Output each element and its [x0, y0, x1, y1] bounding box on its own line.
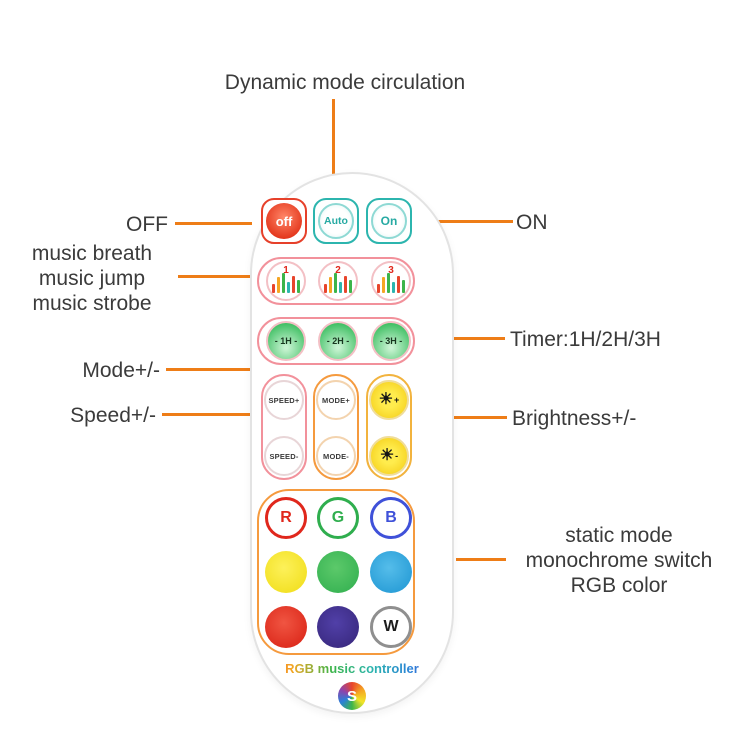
purple-color-button — [317, 606, 359, 648]
auto-mode-label: Auto — [318, 203, 354, 239]
speed-plus-button: SPEED+ — [264, 380, 304, 420]
equalizer-icon — [272, 273, 300, 293]
remote-body: off Auto On 1 2 3 - 1H - - 2H - — [250, 172, 454, 714]
red-color-button — [265, 606, 307, 648]
callout-line-brightness — [421, 416, 507, 419]
callout-line-speed — [162, 413, 254, 416]
annotation-dynamic-mode: Dynamic mode circulation — [224, 71, 466, 94]
brand-logo-icon: S — [338, 682, 366, 710]
mode-button-group: MODE+ MODE- — [313, 374, 359, 480]
music-mode-3-label: 3 — [388, 265, 394, 276]
annotation-rgb-color: RGB color — [570, 574, 668, 597]
brightness-button-group: ☀ + ☀ - — [366, 374, 412, 480]
callout-line-dynamic-mode — [332, 99, 335, 193]
annotation-music-jump: music jump — [38, 267, 146, 290]
music-mode-3-button: 3 — [371, 261, 411, 301]
callout-line-off — [175, 222, 252, 225]
blue-channel-button: B — [370, 497, 412, 539]
speed-button-group: SPEED+ SPEED- — [261, 374, 307, 480]
annotation-music-strobe: music strobe — [32, 292, 152, 315]
callout-line-mode — [166, 368, 320, 371]
cyan-color-button — [370, 551, 412, 593]
white-color-button: W — [370, 606, 412, 648]
annotation-music-modes: music breath music jump music strobe — [8, 241, 176, 316]
timer-2h-button: - 2H - — [318, 321, 358, 361]
power-on-label: On — [371, 203, 407, 239]
speed-minus-button: SPEED- — [264, 436, 304, 476]
annotation-on: ON — [516, 211, 548, 234]
mode-minus-button: MODE- — [316, 436, 356, 476]
timer-button-group: - 1H - - 2H - - 3H - — [257, 317, 415, 365]
timer-1h-button: - 1H - — [266, 321, 306, 361]
brightness-plus-button: ☀ + — [369, 380, 409, 420]
annotation-brightness: Brightness+/- — [512, 407, 637, 430]
brightness-minus-button: ☀ - — [369, 436, 409, 476]
sun-icon: ☀ — [379, 447, 395, 464]
minus-sign: - — [395, 451, 399, 461]
annotation-monochrome-switch: monochrome switch — [525, 549, 713, 572]
annotation-off: OFF — [126, 213, 168, 236]
sun-icon: ☀ — [378, 391, 394, 408]
music-mode-2-label: 2 — [335, 265, 341, 276]
callout-line-on — [421, 220, 513, 223]
music-mode-2-button: 2 — [318, 261, 358, 301]
power-off-label: off — [266, 203, 302, 239]
plus-sign: + — [394, 395, 400, 405]
timer-3h-button: - 3H - — [371, 321, 411, 361]
color-button-group: R G B W — [257, 489, 415, 655]
callout-line-music — [178, 275, 252, 278]
annotation-music-breath: music breath — [31, 242, 153, 265]
yellow-color-button — [265, 551, 307, 593]
annotation-speed: Speed+/- — [70, 404, 156, 427]
power-on-button: On — [366, 198, 412, 244]
annotation-static-mode-line: static mode — [565, 524, 673, 547]
red-channel-button: R — [265, 497, 307, 539]
callout-line-static — [456, 558, 506, 561]
auto-mode-button: Auto — [313, 198, 359, 244]
music-mode-1-label: 1 — [283, 265, 289, 276]
callout-line-timer — [421, 337, 505, 340]
equalizer-icon — [377, 273, 405, 293]
music-button-group: 1 2 3 — [257, 257, 415, 305]
annotation-timer: Timer:1H/2H/3H — [510, 328, 661, 351]
green-color-button — [317, 551, 359, 593]
equalizer-icon — [324, 273, 352, 293]
mode-plus-button: MODE+ — [316, 380, 356, 420]
annotation-static-mode: static mode monochrome switch RGB color — [500, 523, 738, 598]
annotation-mode: Mode+/- — [82, 359, 160, 382]
music-mode-1-button: 1 — [266, 261, 306, 301]
power-off-button: off — [261, 198, 307, 244]
green-channel-button: G — [317, 497, 359, 539]
brand-text: RGB music controller — [252, 661, 452, 676]
